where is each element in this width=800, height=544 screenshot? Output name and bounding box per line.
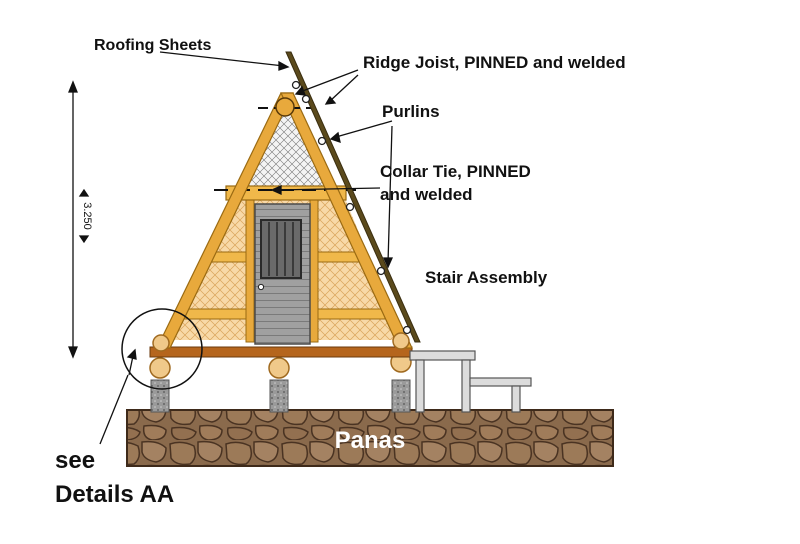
door-window (260, 219, 302, 279)
rafter-right (280, 92, 413, 349)
rail-left-2 (180, 308, 251, 320)
rail-right-2 (315, 308, 386, 320)
details-aa-label: Details AA (55, 481, 174, 508)
see-label: see (55, 447, 95, 474)
purlin-bolts (291, 80, 412, 335)
log-middle (268, 357, 290, 379)
floor-beam (149, 346, 413, 358)
stone-base (126, 409, 614, 467)
roofing-sheets-label: Roofing Sheets (94, 37, 211, 54)
roofing-sheet (285, 51, 421, 343)
panas-label: Panas (335, 427, 406, 454)
gable-mesh (236, 102, 336, 188)
purlins-label: Purlins (382, 102, 440, 121)
collar-tie-label-line2: and welded (380, 185, 473, 204)
details-aa-circle (121, 308, 203, 390)
height-dimension-value: 3.250 (81, 202, 93, 230)
door-stud-right (309, 199, 319, 343)
post-middle (269, 379, 289, 413)
log-left-lower (149, 357, 171, 379)
post-left (150, 379, 170, 413)
log-left-upper (152, 334, 170, 352)
height-dimension (68, 80, 90, 359)
leader-lines (99, 51, 394, 445)
collar-tie-label-line1: Collar Tie, PINNED (380, 162, 531, 181)
door-knob (257, 283, 265, 291)
ridge-joist (275, 97, 295, 117)
stair-assembly (409, 350, 532, 413)
stair-assembly-label: Stair Assembly (425, 268, 548, 287)
door-stud-left (245, 199, 255, 343)
post-right (391, 379, 411, 413)
log-right-upper (392, 332, 410, 350)
ridge-joist-label: Ridge Joist, PINNED and welded (363, 53, 626, 72)
